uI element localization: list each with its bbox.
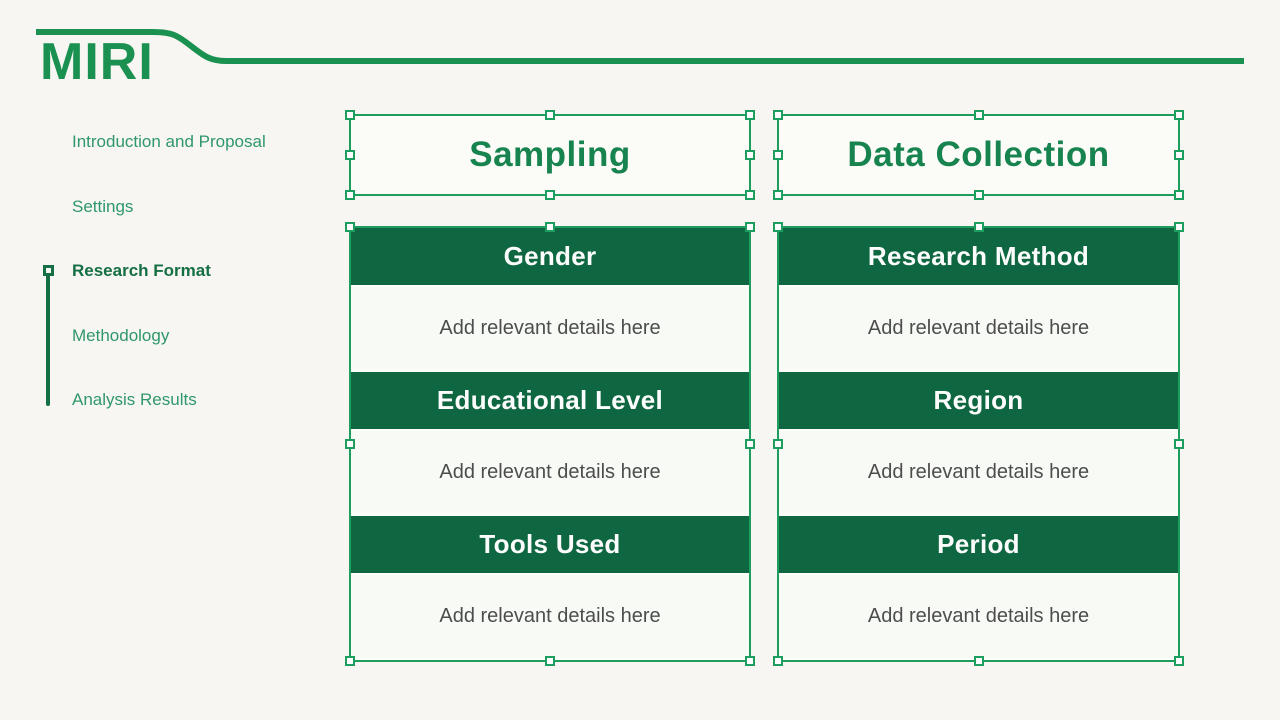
selection-handle[interactable] [973,222,984,232]
selection-handle[interactable] [1174,439,1184,449]
data-collection-title-box[interactable]: Data Collection [773,110,1184,200]
selection-handle[interactable] [745,222,755,232]
selection-handle[interactable] [545,110,555,120]
table-header-cell[interactable]: Tools Used [351,516,749,573]
selection-handle[interactable] [745,656,755,666]
selection-handle[interactable] [345,150,355,160]
active-section-rail [46,274,50,406]
table-detail-cell[interactable]: Add relevant details here [351,573,749,660]
table-detail-cell[interactable]: Add relevant details here [779,429,1178,516]
column-data-collection: Data Collection Research Method Add rele… [773,0,1184,720]
selection-handle[interactable] [973,656,984,666]
column-sampling: Sampling Gender Add relevant details her… [345,0,755,720]
selection-handle[interactable] [973,190,984,200]
selection-handle[interactable] [345,222,355,232]
selection-handle[interactable] [773,222,783,232]
logo-swoosh-line [36,29,1244,64]
table-header-cell[interactable]: Region [779,372,1178,429]
sidebar-item-methodology[interactable]: Methodology [72,326,170,345]
selection-handle[interactable] [1174,190,1184,200]
table-header-cell[interactable]: Research Method [779,228,1178,285]
logo: MIRI [40,33,154,91]
sidebar-item-introduction-and-proposal[interactable]: Introduction and Proposal [72,132,266,151]
table-detail-cell[interactable]: Add relevant details here [351,429,749,516]
selection-handle[interactable] [345,656,355,666]
sampling-title-box[interactable]: Sampling [345,110,755,200]
selection-handle[interactable] [773,150,783,160]
table-detail-cell[interactable]: Add relevant details here [351,285,749,372]
table-header-cell[interactable]: Gender [351,228,749,285]
column-title: Sampling [469,135,631,174]
selection-handle[interactable] [345,110,355,120]
selection-handle[interactable] [345,190,355,200]
data-collection-table[interactable]: Research Method Add relevant details her… [773,222,1184,666]
selection-handle[interactable] [773,656,783,666]
selection-handle[interactable] [545,656,555,666]
table-detail-cell[interactable]: Add relevant details here [779,573,1178,660]
sidebar-item-research-format[interactable]: Research Format [72,261,211,280]
selection-handle[interactable] [773,190,783,200]
selection-handle[interactable] [973,110,984,120]
table-detail-cell[interactable]: Add relevant details here [779,285,1178,372]
selection-handle[interactable] [773,439,783,449]
selection-handle[interactable] [345,439,355,449]
table-header-cell[interactable]: Educational Level [351,372,749,429]
selection-handle[interactable] [1174,110,1184,120]
column-title: Data Collection [847,135,1110,174]
selection-handle[interactable] [773,110,783,120]
sampling-table[interactable]: Gender Add relevant details here Educati… [345,222,755,666]
selection-handle[interactable] [1174,222,1184,232]
selection-handle[interactable] [745,439,755,449]
table-header-cell[interactable]: Period [779,516,1178,573]
selection-handle[interactable] [1174,656,1184,666]
sidebar-item-analysis-results[interactable]: Analysis Results [72,390,197,409]
sidebar-item-settings[interactable]: Settings [72,197,134,216]
selection-handle[interactable] [745,190,755,200]
selection-handle[interactable] [745,110,755,120]
selection-handle[interactable] [1174,150,1184,160]
selection-handle[interactable] [745,150,755,160]
selection-handle[interactable] [545,190,555,200]
selection-handle[interactable] [545,222,555,232]
